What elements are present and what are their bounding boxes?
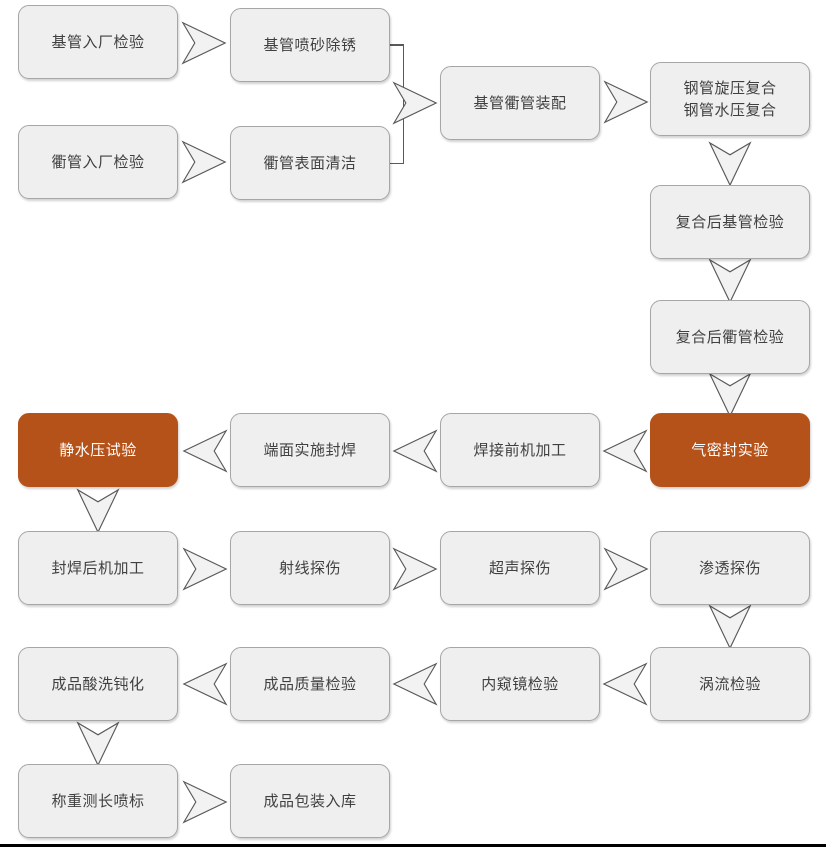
process-node-n19[interactable]: 成品质量检验 bbox=[230, 647, 390, 721]
arrow-left bbox=[392, 661, 438, 707]
arrow-right bbox=[182, 546, 228, 592]
process-node-n13[interactable]: 封焊后机加工 bbox=[18, 531, 178, 605]
process-node-n20[interactable]: 成品酸洗钝化 bbox=[18, 647, 178, 721]
arrow-down bbox=[707, 141, 753, 187]
arrow-down bbox=[707, 604, 753, 650]
process-node-label: 基管入厂检验 bbox=[51, 32, 145, 51]
arrow-right bbox=[392, 80, 438, 126]
process-node-n08[interactable]: 复合后衢管检验 bbox=[650, 300, 810, 374]
process-node-n05[interactable]: 基管衢管装配 bbox=[440, 66, 600, 140]
arrow-down bbox=[707, 372, 753, 418]
process-node-n15[interactable]: 超声探伤 bbox=[440, 531, 600, 605]
bracket-top-segment bbox=[390, 44, 404, 46]
process-node-n02[interactable]: 基管喷砂除锈 bbox=[230, 8, 390, 82]
process-node-label: 端面实施封焊 bbox=[263, 440, 357, 459]
process-node-n18[interactable]: 内窥镜检验 bbox=[440, 647, 600, 721]
process-node-label: 静水压试验 bbox=[59, 440, 137, 459]
process-node-n03[interactable]: 衢管入厂检验 bbox=[18, 125, 178, 199]
bracket-bottom-segment bbox=[390, 162, 404, 164]
process-node-n14[interactable]: 射线探伤 bbox=[230, 531, 390, 605]
arrow-left bbox=[392, 428, 438, 474]
process-node-label: 钢管旋压复合 钢管水压复合 bbox=[683, 78, 777, 120]
process-node-label: 气密封实验 bbox=[691, 440, 769, 459]
arrow-left bbox=[602, 428, 648, 474]
process-node-label: 成品包装入库 bbox=[263, 791, 357, 810]
arrow-right bbox=[603, 546, 649, 592]
process-node-label: 超声探伤 bbox=[488, 558, 551, 577]
process-node-label: 封焊后机加工 bbox=[51, 558, 145, 577]
process-node-n21[interactable]: 称重测长喷标 bbox=[18, 764, 178, 838]
process-node-n06[interactable]: 钢管旋压复合 钢管水压复合 bbox=[650, 62, 810, 136]
arrow-right bbox=[603, 79, 649, 125]
process-node-n01[interactable]: 基管入厂检验 bbox=[18, 5, 178, 79]
process-node-label: 焊接前机加工 bbox=[473, 440, 567, 459]
process-node-label: 复合后衢管检验 bbox=[675, 327, 785, 346]
process-node-label: 涡流检验 bbox=[698, 674, 761, 693]
arrow-left bbox=[182, 661, 228, 707]
process-node-n07[interactable]: 复合后基管检验 bbox=[650, 185, 810, 259]
arrow-right bbox=[181, 20, 227, 66]
arrow-right bbox=[392, 546, 438, 592]
process-node-label: 内窥镜检验 bbox=[481, 674, 559, 693]
process-node-n04[interactable]: 衢管表面清洁 bbox=[230, 126, 390, 200]
process-node-label: 衢管入厂检验 bbox=[51, 152, 145, 171]
arrow-left bbox=[602, 661, 648, 707]
arrow-down bbox=[75, 488, 121, 534]
process-node-n12[interactable]: 静水压试验 bbox=[18, 413, 178, 487]
process-node-label: 基管衢管装配 bbox=[473, 93, 567, 112]
process-node-n09[interactable]: 气密封实验 bbox=[650, 413, 810, 487]
process-node-label: 射线探伤 bbox=[278, 558, 341, 577]
arrow-left bbox=[182, 428, 228, 474]
process-node-label: 基管喷砂除锈 bbox=[263, 35, 357, 54]
process-node-label: 称重测长喷标 bbox=[51, 791, 145, 810]
merge-bracket bbox=[390, 44, 404, 164]
process-node-label: 复合后基管检验 bbox=[675, 212, 785, 231]
process-node-n16[interactable]: 渗透探伤 bbox=[650, 531, 810, 605]
process-node-label: 成品酸洗钝化 bbox=[51, 674, 145, 693]
arrow-down bbox=[75, 721, 121, 767]
arrow-down bbox=[707, 258, 753, 304]
process-node-label: 衢管表面清洁 bbox=[263, 153, 357, 172]
process-node-n22[interactable]: 成品包装入库 bbox=[230, 764, 390, 838]
process-node-label: 渗透探伤 bbox=[698, 558, 761, 577]
bracket-vertical-segment bbox=[402, 44, 404, 164]
process-node-n10[interactable]: 焊接前机加工 bbox=[440, 413, 600, 487]
process-node-label: 成品质量检验 bbox=[263, 674, 357, 693]
process-node-n11[interactable]: 端面实施封焊 bbox=[230, 413, 390, 487]
arrow-right bbox=[182, 779, 228, 825]
arrow-right bbox=[181, 139, 227, 185]
process-node-n17[interactable]: 涡流检验 bbox=[650, 647, 810, 721]
